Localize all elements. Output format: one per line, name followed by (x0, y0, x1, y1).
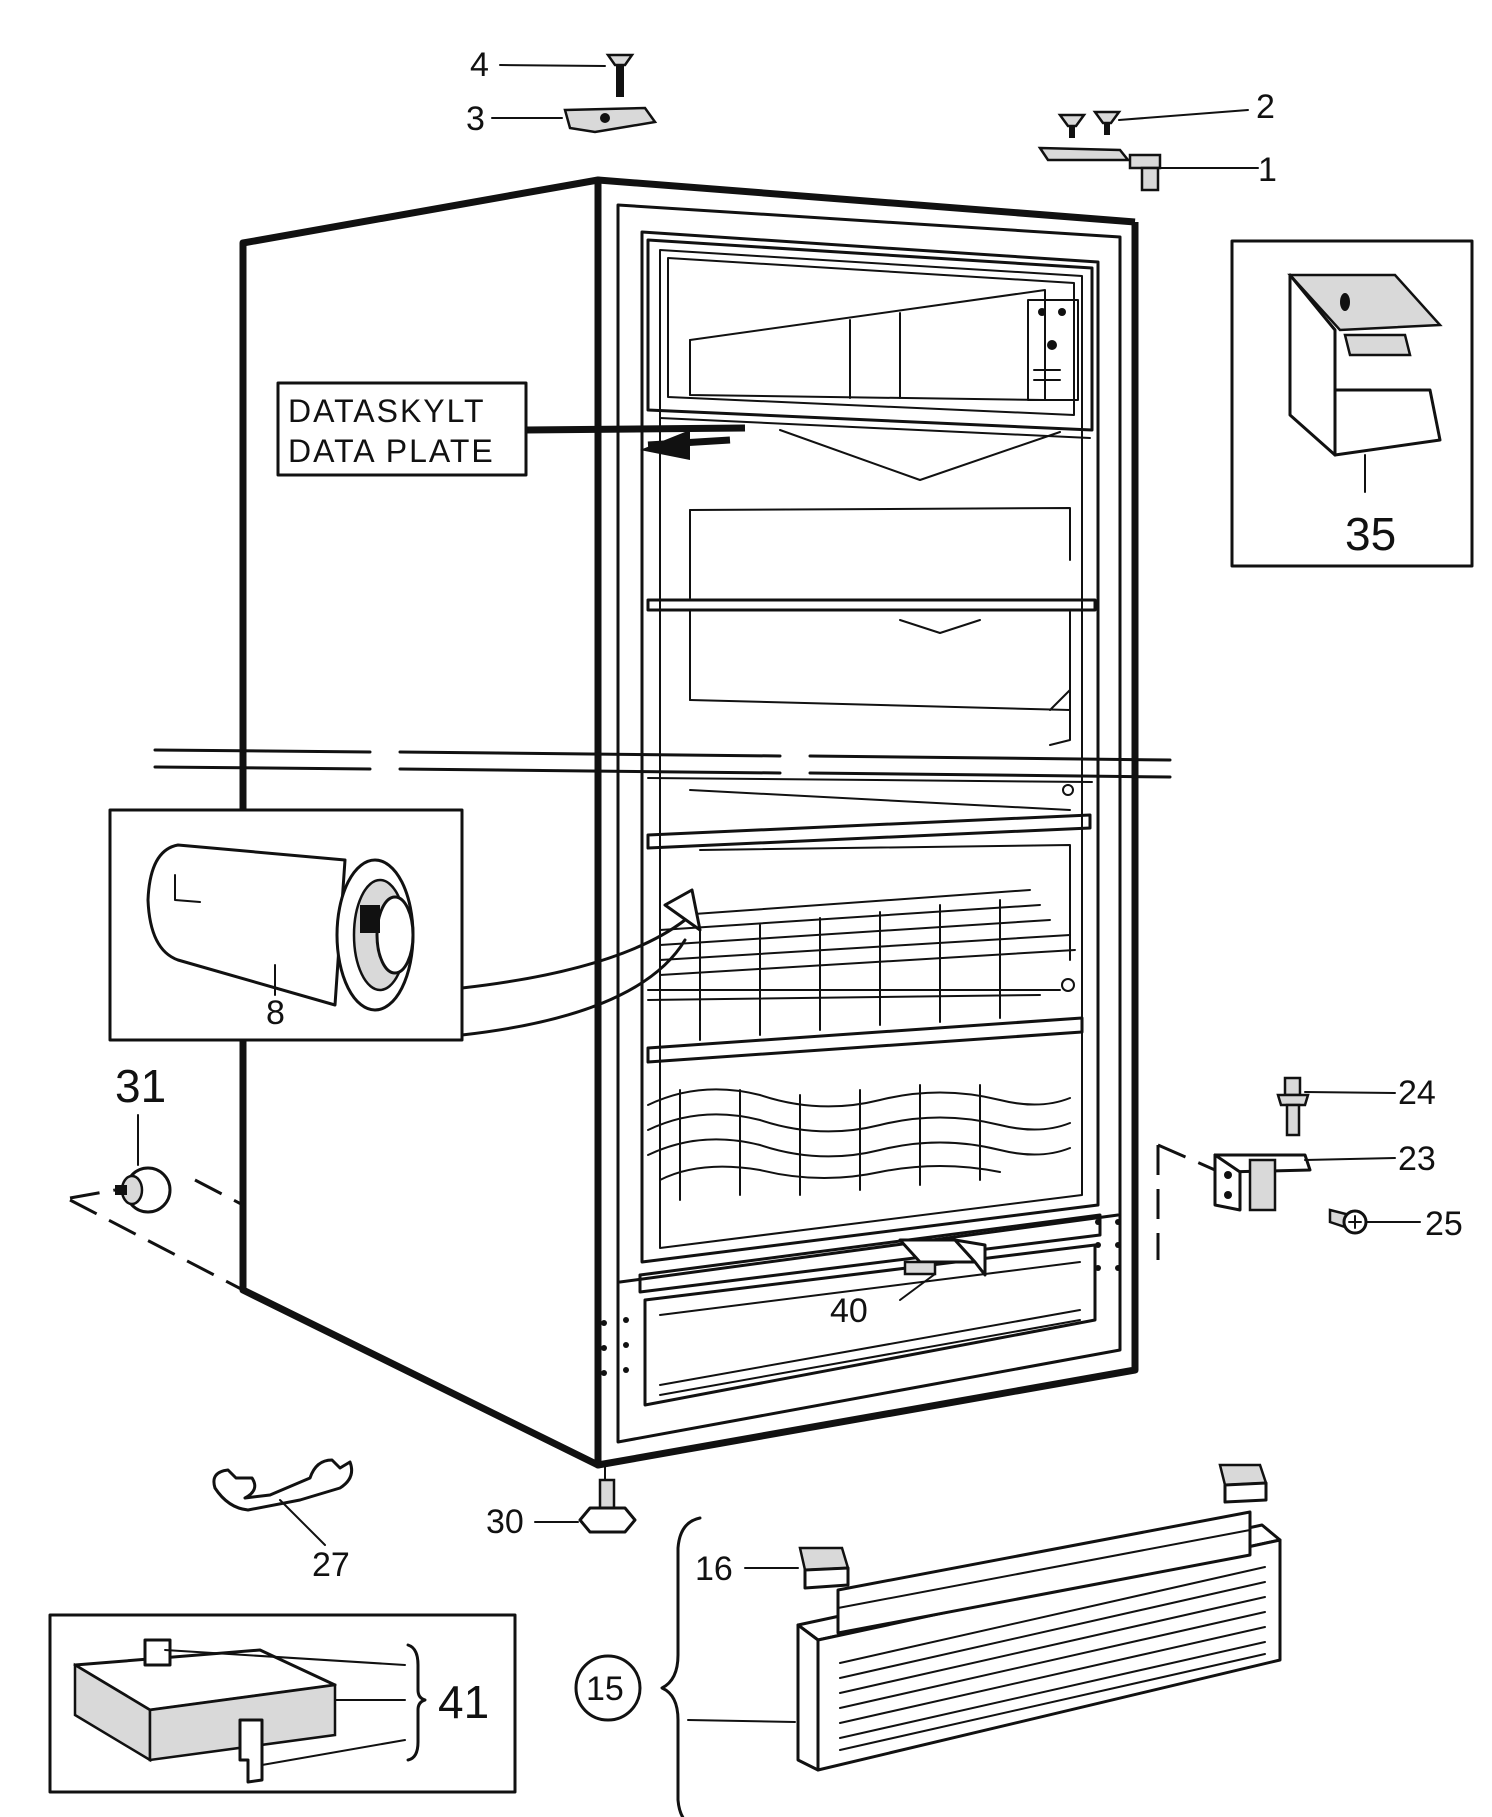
callout-3: 3 (466, 100, 485, 138)
data-plate-label-english: DATA PLATE (288, 433, 495, 469)
hinge-screws-part-2: 2 (1057, 88, 1275, 138)
callout-23: 23 (1398, 1140, 1436, 1178)
cartridge-detail-box: 8 (108, 808, 702, 1042)
grille-clip-part-16: 16 (695, 1546, 850, 1590)
callout-27: 27 (312, 1546, 350, 1584)
callout-24: 24 (1398, 1074, 1436, 1112)
door-hinge-part-23: 23 (1156, 1140, 1436, 1260)
data-plate-label-swedish: DATASKYLT (288, 393, 486, 429)
foam-block-detail-box: 41 (48, 1613, 517, 1794)
callout-2: 2 (1256, 88, 1275, 126)
callout-41: 41 (438, 1676, 489, 1728)
break-line (153, 748, 1172, 779)
evaporator-coil (647, 1084, 1071, 1201)
top-hinge-part-1: 1 (1037, 146, 1277, 192)
callout-31: 31 (115, 1060, 166, 1112)
data-plate-callout: DATASKYLT DATA PLATE (276, 381, 746, 477)
freezer-compartment (646, 238, 1094, 481)
callout-1: 1 (1258, 151, 1277, 189)
screw-part-4: 4 (470, 46, 635, 97)
grille-clip-upper (1218, 1463, 1268, 1504)
callout-4: 4 (470, 46, 489, 84)
callout-16: 16 (695, 1550, 733, 1588)
shelf-middle (689, 609, 1071, 746)
leveling-foot-part-30: 30 (486, 1464, 637, 1541)
cap-plate-part-3: 3 (466, 100, 658, 138)
hinge-pin-part-24: 24 (1276, 1074, 1436, 1137)
shelf-upper (646, 507, 1097, 634)
callout-30: 30 (486, 1503, 524, 1541)
callout-8: 8 (266, 994, 285, 1032)
bumper-part-31: 31 (69, 1060, 244, 1292)
wire-shelf (646, 889, 1084, 1064)
grille-assembly-part-15: 15 (574, 1510, 1282, 1817)
shelf-lower (646, 777, 1093, 992)
callout-15: 15 (586, 1670, 624, 1708)
bracket-detail-box: 35 (1230, 239, 1474, 568)
callout-35: 35 (1345, 508, 1396, 560)
wrench-part-27: 27 (212, 1458, 354, 1584)
callout-40: 40 (830, 1292, 868, 1330)
hinge-screw-part-25: 25 (1328, 1205, 1463, 1243)
callout-25: 25 (1425, 1205, 1463, 1243)
clip-part-40: 40 (830, 1238, 987, 1330)
